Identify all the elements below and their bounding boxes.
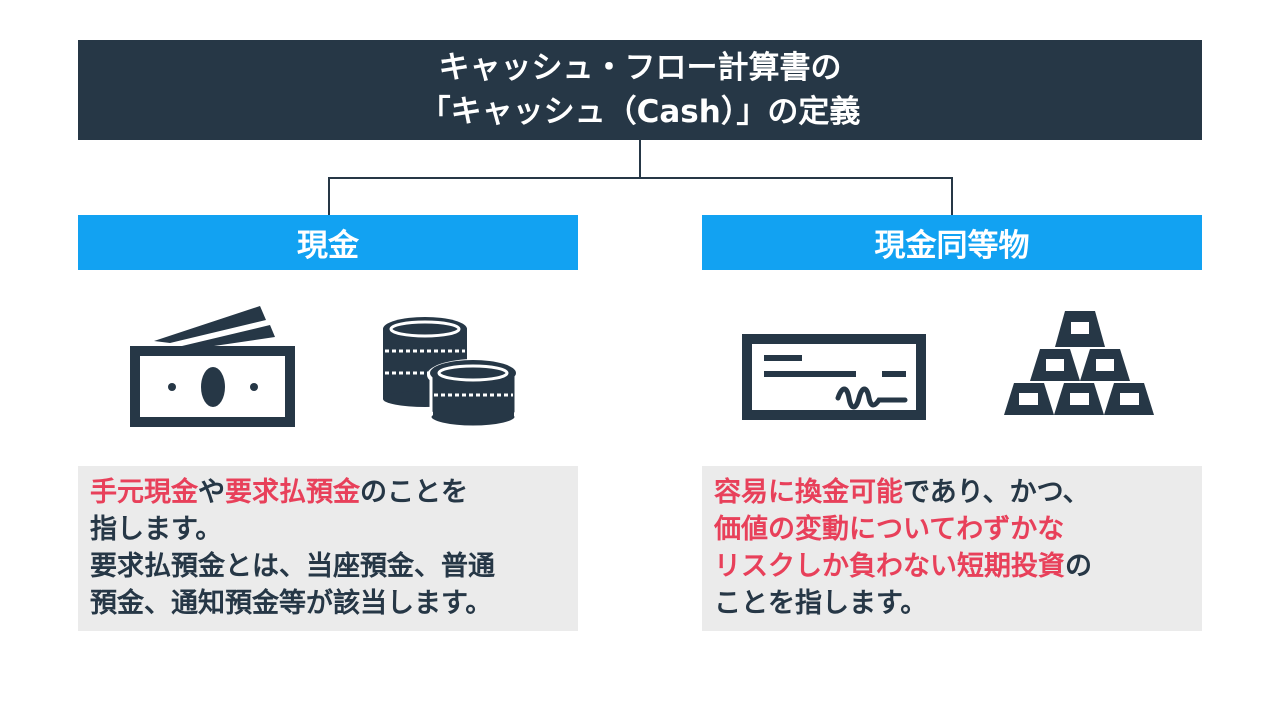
heading-cash-equivalents: 現金同等物 — [702, 215, 1202, 270]
heading-cash-equivalents-label: 現金同等物 — [874, 228, 1030, 264]
cash-description: 手元現金や要求払預金のことを 指します。 要求払預金とは、当座預金、普通 預金、… — [78, 466, 578, 631]
cash-term-on-hand: 手元現金 — [90, 477, 198, 508]
equiv-desc-text: であり、かつ、 — [903, 477, 1090, 508]
equiv-desc-line-1: 容易に換金可能であり、かつ、 — [714, 474, 1190, 511]
cash-desc-line-3: 要求払預金とは、当座預金、普通 — [90, 551, 495, 582]
equiv-desc-text: の — [1065, 551, 1092, 582]
cash-desc-line-4: 預金、通知預金等が該当します。 — [90, 588, 493, 619]
gold-bars-icon — [1004, 311, 1154, 415]
cash-desc-text: や — [198, 477, 225, 508]
heading-cash: 現金 — [78, 215, 578, 270]
banknote-icon — [130, 306, 295, 427]
equiv-desc-line-3: リスクしか負わない短期投資の — [714, 548, 1190, 585]
title-line-1: キャッシュ・フロー計算書の — [438, 50, 842, 86]
cash-term-demand-deposit: 要求払預金 — [225, 477, 360, 508]
equiv-term-short-term-investment: リスクしか負わない短期投資 — [714, 551, 1065, 582]
cash-desc-line-2: 指します。 — [90, 514, 223, 545]
title-box: キャッシュ・フロー計算書の 「キャッシュ（Cash）」の定義 — [78, 40, 1202, 140]
title-line-2: 「キャッシュ（Cash）」の定義 — [419, 94, 861, 130]
equiv-term-convertible: 容易に換金可能 — [714, 477, 903, 508]
heading-cash-label: 現金 — [297, 228, 359, 264]
equiv-desc-line-2: 価値の変動についてわずかな — [714, 514, 1065, 545]
cash-desc-text: のことを — [360, 477, 468, 508]
coins-icon — [383, 317, 523, 429]
cash-desc-line-1: 手元現金や要求払預金のことを — [90, 474, 566, 511]
cash-equivalents-description: 容易に換金可能であり、かつ、 価値の変動についてわずかな リスクしか負わない短期… — [702, 466, 1202, 631]
check-icon — [742, 334, 926, 420]
equiv-desc-line-4: ことを指します。 — [714, 588, 928, 619]
